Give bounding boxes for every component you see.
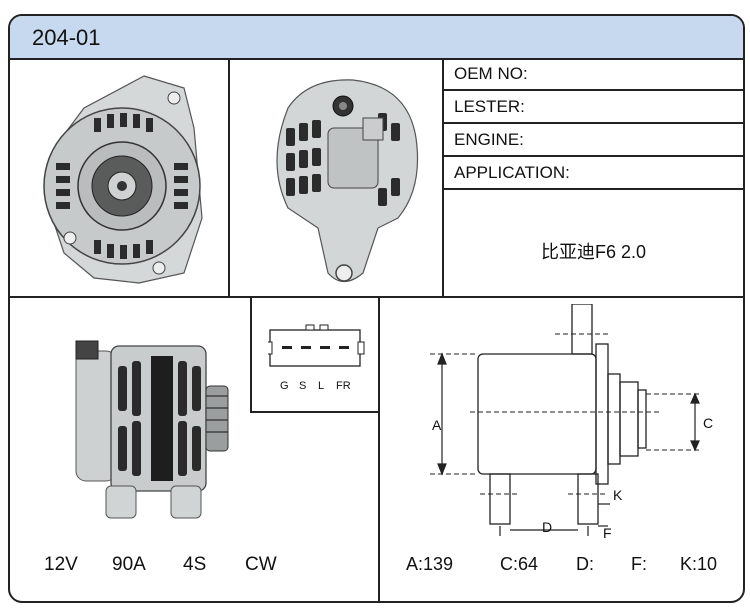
dim-label-f: F bbox=[603, 525, 612, 541]
oem-row: OEM NO: bbox=[444, 58, 743, 91]
application-row: APPLICATION: bbox=[444, 157, 743, 190]
dim-label-c: C bbox=[703, 415, 713, 431]
connector-pin-label: S bbox=[299, 380, 307, 392]
spec-current: 90A bbox=[112, 554, 146, 575]
header-bar: 204-01 bbox=[10, 16, 743, 60]
dim-f-value: F: bbox=[631, 554, 647, 574]
spec-pulley: 4S bbox=[183, 554, 207, 575]
dim-label-d: D bbox=[542, 519, 552, 535]
spec-voltage: 12V bbox=[44, 554, 78, 575]
divider bbox=[378, 296, 380, 601]
alternator-front-photo bbox=[43, 75, 203, 284]
connector-pin-label: L bbox=[318, 380, 325, 392]
oem-label: OEM NO: bbox=[454, 64, 528, 83]
application-label: APPLICATION: bbox=[454, 163, 570, 182]
divider bbox=[442, 58, 444, 296]
connector-pin-label: FR bbox=[336, 380, 351, 392]
connector-plug-icon bbox=[268, 324, 365, 367]
divider bbox=[10, 296, 743, 298]
dim-d-value: D: bbox=[576, 554, 594, 574]
engine-label: ENGINE: bbox=[454, 130, 524, 149]
dim-label-a: A bbox=[432, 417, 442, 433]
lester-label: LESTER: bbox=[454, 97, 525, 116]
dimension-drawing: A C D F K bbox=[430, 304, 713, 541]
dim-label-k: K bbox=[613, 487, 623, 503]
dim-c-value: C:64 bbox=[500, 554, 539, 574]
engine-row: ENGINE: bbox=[444, 124, 743, 157]
spec-rotation: CW bbox=[245, 554, 277, 575]
application-value: 比亚迪F6 2.0 bbox=[540, 242, 647, 262]
divider bbox=[228, 58, 230, 296]
part-number-title: 204-01 bbox=[32, 25, 101, 50]
dim-k-value: K:10 bbox=[680, 554, 718, 574]
dim-a-value: A:139 bbox=[406, 554, 454, 574]
divider bbox=[250, 411, 380, 413]
alternator-rear-photo bbox=[276, 79, 419, 283]
connector-pin-label: G bbox=[280, 380, 289, 392]
spec-sheet: 204-01 OEM NO: LESTER: ENGINE: APPLICATI… bbox=[8, 14, 745, 603]
divider bbox=[250, 296, 252, 411]
lester-row: LESTER: bbox=[444, 91, 743, 124]
alternator-side-photo bbox=[75, 340, 229, 519]
